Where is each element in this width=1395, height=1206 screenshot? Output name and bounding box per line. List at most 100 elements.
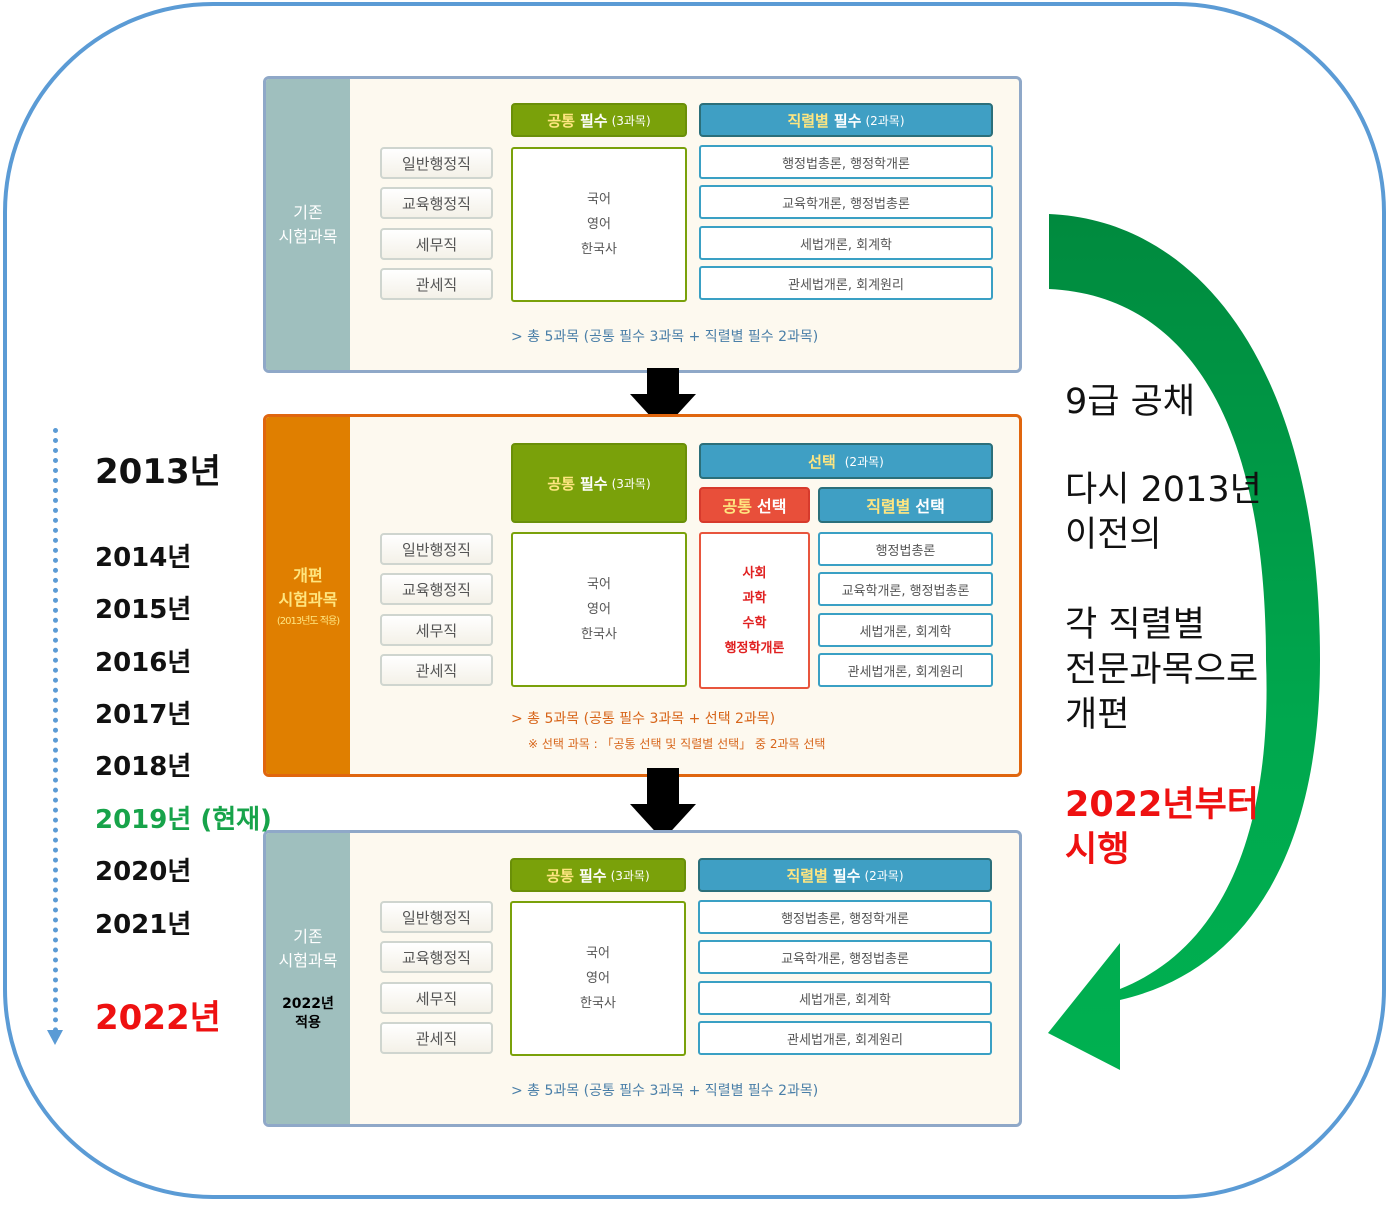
job-item: 세무직 (380, 982, 493, 1014)
header-text: 선택 (915, 497, 945, 516)
subject: 영어 (587, 602, 611, 617)
panel-side-label: 개편 시험과목 (2013년도 적용) (266, 417, 350, 774)
timeline-arrowhead-icon (47, 1030, 63, 1045)
header-text: 필수 (832, 866, 861, 885)
side-label-line1: 개편 (293, 566, 323, 585)
header-count: (2과목) (864, 868, 904, 883)
panel-summary: > 총 5과목 (공통 필수 3과목 + 선택 2과목) (511, 711, 776, 727)
elective-header: 선택 (2과목) (699, 443, 993, 479)
timeline-year: 2014년 (95, 543, 192, 573)
track-required-header: 직렬별 필수 (2과목) (699, 103, 993, 137)
job-item: 교육행정직 (380, 187, 493, 219)
track-subject-cell: 관세법개론, 회계원리 (698, 1021, 992, 1055)
panel-summary: > 총 5과목 (공통 필수 3과목 + 직렬별 필수 2과목) (511, 1083, 819, 1099)
header-text: 필수 (579, 111, 608, 130)
common-elective-header: 공통 선택 (699, 487, 810, 523)
header-count: (2과목) (865, 113, 905, 128)
track-subject-cell: 행정법총론, 행정학개론 (699, 145, 993, 179)
header-text: 선택 (757, 497, 787, 516)
subject: 한국사 (580, 996, 616, 1011)
common-required-header: 공통 필수 (3과목) (511, 103, 687, 137)
side-note-apply: 적용 (295, 1014, 321, 1031)
timeline-year: 2020년 (95, 857, 192, 887)
track-subject-cell: 행정법총론, 행정학개론 (698, 900, 992, 934)
side-apply-note: 2022년 적용 (282, 995, 334, 1033)
timeline-year-target: 2022년 (95, 998, 221, 1038)
job-item: 일반행정직 (380, 147, 493, 179)
header-count: (3과목) (611, 476, 651, 491)
job-item: 일반행정직 (380, 533, 493, 565)
track-subject-cell: 교육학개론, 행정법총론 (698, 940, 992, 974)
job-item: 일반행정직 (380, 901, 493, 933)
side-label-line3: (2013년도 적용) (276, 616, 340, 627)
side-label-line2: 시험과목 (278, 226, 338, 246)
note-highlight: 2022년부터 (1065, 785, 1260, 825)
job-item: 관세직 (380, 1022, 493, 1054)
outer-frame (3, 2, 1386, 1199)
job-item: 관세직 (380, 268, 493, 300)
header-highlight: 공통 (722, 497, 752, 516)
subject: 영어 (586, 971, 610, 986)
header-highlight: 공통 (547, 474, 575, 493)
subject: 국어 (586, 946, 610, 961)
job-item: 교육행정직 (380, 941, 493, 973)
timeline-year: 2015년 (95, 595, 192, 625)
common-required-header: 공통 필수 (3과목) (510, 858, 686, 892)
header-text: 필수 (578, 866, 607, 885)
header-highlight: 선택 (808, 452, 836, 471)
subject: 행정학개론 (724, 640, 785, 656)
header-highlight: 직렬별 (786, 866, 828, 885)
note-line: 전문과목으로 (1065, 650, 1259, 690)
common-required-header: 공통 필수 (3과목) (511, 443, 687, 523)
common-required-subjects: 국어 영어 한국사 (511, 147, 687, 302)
track-subject-cell: 세법개론, 회계학 (699, 226, 993, 260)
header-highlight: 직렬별 (866, 497, 911, 516)
side-label-line1: 기존 (293, 202, 323, 222)
job-item: 세무직 (380, 228, 493, 260)
header-count: (3과목) (610, 868, 650, 883)
track-subject-cell: 교육학개론, 행정법총론 (818, 572, 993, 606)
timeline-year: 2018년 (95, 752, 192, 782)
header-highlight: 공통 (547, 111, 575, 130)
track-subject-cell: 세법개론, 회계학 (698, 981, 992, 1015)
common-required-subjects: 국어 영어 한국사 (510, 901, 686, 1056)
subject: 영어 (587, 217, 611, 232)
timeline-dotted-line (53, 428, 58, 1033)
subject: 국어 (587, 192, 611, 207)
track-required-header: 직렬별 필수 (2과목) (698, 858, 992, 892)
subject: 국어 (587, 577, 611, 592)
note-line: 각 직렬별 (1065, 605, 1205, 645)
panel-restored-subjects: 기존 시험과목 2022년 적용 일반행정직 교육행정직 세무직 관세직 공통 … (263, 830, 1022, 1127)
subject: 한국사 (581, 627, 617, 642)
header-text: 필수 (833, 111, 862, 130)
note-line: 이전의 (1065, 515, 1162, 555)
panel-side-label: 기존 시험과목 2022년 적용 (266, 833, 350, 1124)
subject: 한국사 (581, 242, 617, 257)
timeline-year: 2021년 (95, 910, 192, 940)
note-highlight: 시행 (1065, 830, 1130, 870)
panel-side-label: 기존 시험과목 (266, 79, 350, 370)
timeline-year: 2017년 (95, 700, 192, 730)
header-highlight: 직렬별 (787, 111, 829, 130)
panel-old-subjects: 기존 시험과목 일반행정직 교육행정직 세무직 관세직 공통 필수 (3과목) … (263, 76, 1022, 373)
timeline-year: 2016년 (95, 648, 192, 678)
panel-reformed-subjects: 개편 시험과목 (2013년도 적용) 일반행정직 교육행정직 세무직 관세직 … (263, 414, 1022, 777)
side-note-year: 2022년 (282, 995, 334, 1012)
common-required-subjects: 국어 영어 한국사 (511, 532, 687, 687)
subject: 과학 (742, 590, 767, 606)
note-line: 9급 공채 (1065, 382, 1195, 422)
timeline-year: 2013년 (95, 452, 221, 492)
subject: 수학 (742, 615, 767, 631)
subject: 사회 (742, 565, 767, 581)
note-line: 다시 2013년 (1065, 470, 1262, 510)
note-line: 개편 (1065, 695, 1130, 735)
side-label-line2: 시험과목 (278, 590, 338, 609)
header-count: (3과목) (611, 113, 651, 128)
job-item: 관세직 (380, 654, 493, 686)
down-arrow-icon (630, 768, 696, 840)
side-label-line1: 기존 (293, 926, 323, 946)
track-subject-cell: 행정법총론 (818, 532, 993, 566)
header-count: (2과목) (844, 454, 884, 469)
panel-footnote: ※ 선택 과목 : 「공통 선택 및 직렬별 선택」 중 2과목 선택 (528, 737, 826, 751)
track-subject-cell: 관세법개론, 회계원리 (699, 266, 993, 300)
